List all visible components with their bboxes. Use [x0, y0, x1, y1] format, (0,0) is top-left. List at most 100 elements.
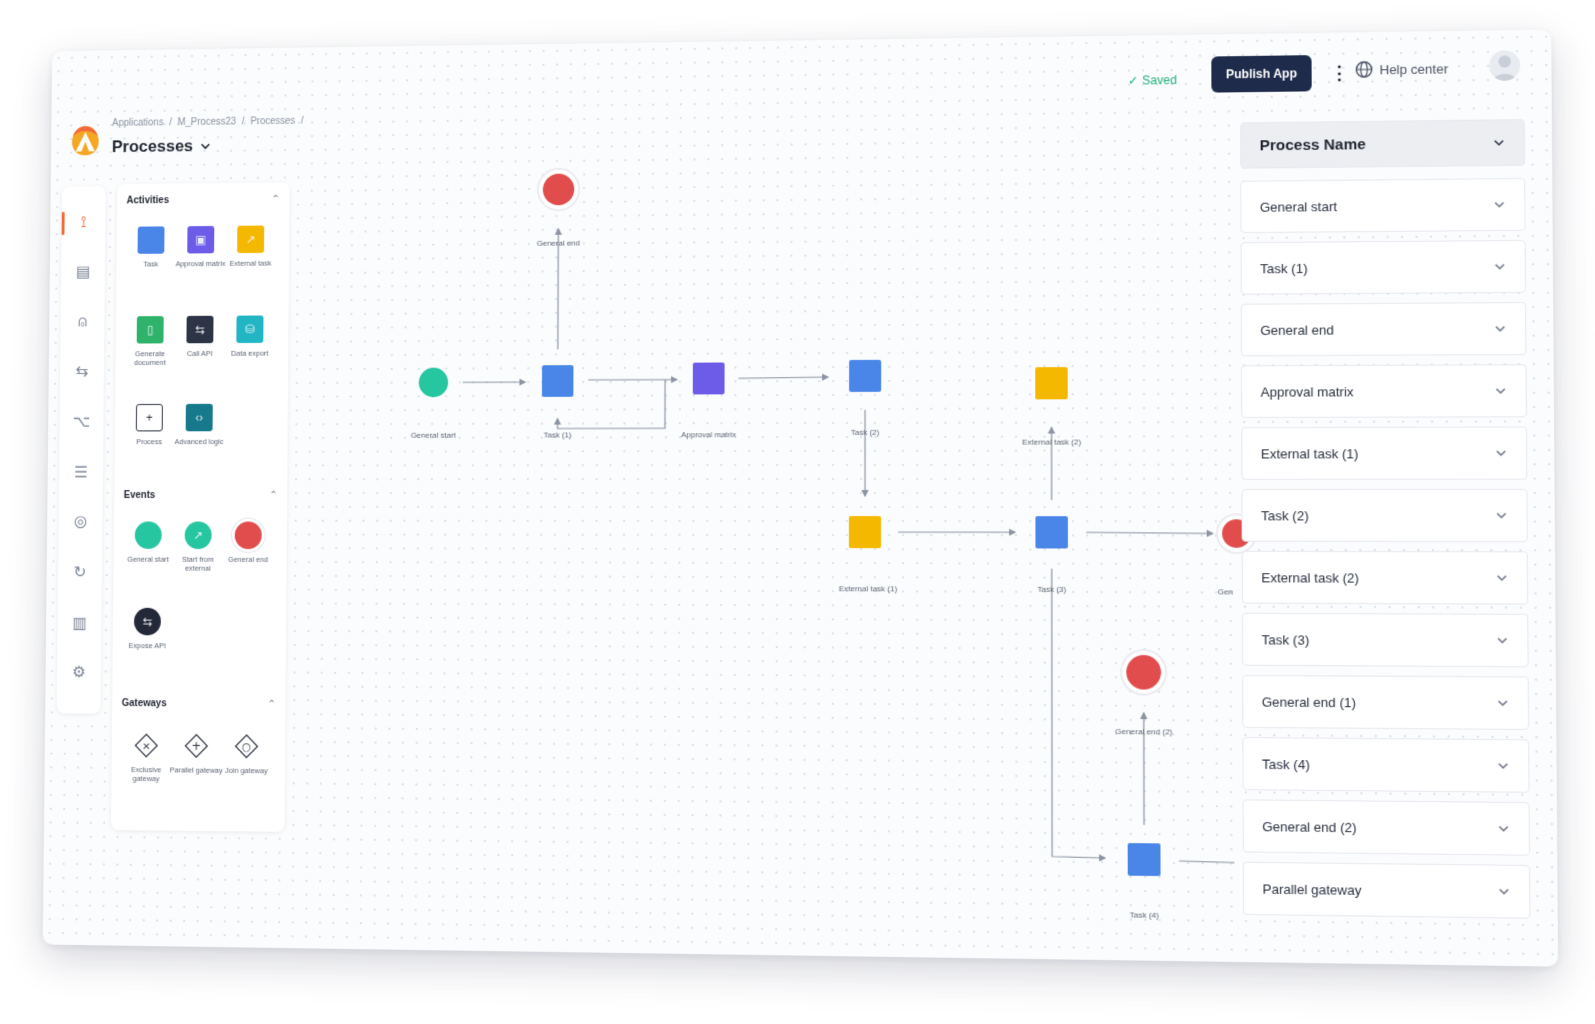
rail-chart-icon[interactable]: ▥ — [72, 615, 87, 633]
section-activities[interactable]: Activities ⌃ — [127, 194, 280, 206]
external-start-icon: ↗ — [184, 521, 212, 550]
chevron-down-icon — [201, 141, 211, 151]
palette-call-api[interactable]: ⇆ Call API — [173, 315, 227, 358]
help-center-link[interactable]: Help center — [1355, 59, 1448, 78]
palette-start-from-external[interactable]: ↗ Start from external — [171, 521, 225, 573]
section-events-title: Events — [123, 490, 156, 501]
help-center-label: Help center — [1379, 60, 1449, 77]
palette-join-gateway[interactable]: ○ Join gateway — [219, 732, 273, 775]
rail-search-icon[interactable]: ↻ — [73, 564, 87, 582]
chevron-down-icon — [1493, 137, 1506, 149]
palette-parallel-gateway[interactable]: + Parallel gateway — [169, 732, 223, 775]
node-task-3 — [1035, 516, 1068, 549]
panel-row-label: External task (1) — [1260, 445, 1359, 462]
panel-row-task-3[interactable]: Task (3) — [1241, 612, 1529, 668]
panel-row-general-end-2[interactable]: General end (2) — [1242, 799, 1530, 856]
chevron-up-icon: ⌃ — [267, 699, 276, 710]
label-task-2: Task (2) — [850, 427, 880, 437]
palette-approval-matrix[interactable]: ▣ Approval matrix — [174, 225, 228, 268]
chevron-down-icon — [1498, 885, 1511, 898]
app-logo[interactable] — [70, 124, 101, 157]
breadcrumb-processes[interactable]: Processes — [250, 115, 296, 128]
panel-row-label: Parallel gateway — [1262, 880, 1362, 898]
palette-expose-label: Expose API — [128, 641, 166, 651]
palette-external-start-label: Start from external — [182, 554, 214, 573]
code-icon: ‹› — [185, 403, 213, 432]
palette-end-label: General end — [228, 554, 269, 564]
rail-user-icon[interactable]: ⍝ — [77, 313, 88, 331]
chevron-down-icon — [1494, 385, 1507, 397]
panel-row-task-2[interactable]: Task (2) — [1241, 488, 1528, 543]
more-options-icon[interactable]: ⋮ — [1330, 62, 1349, 84]
publish-app-button[interactable]: Publish App — [1211, 55, 1312, 93]
rail-form-icon[interactable]: ▤ — [75, 263, 91, 281]
panel-row-general-start[interactable]: General start — [1240, 177, 1526, 234]
rail-tree-icon[interactable]: ⌥ — [72, 413, 91, 431]
section-gateways[interactable]: Gateways ⌃ — [122, 698, 276, 710]
document-icon: ▯ — [136, 316, 164, 344]
node-task-2 — [849, 359, 882, 392]
saved-status: ✓ Saved — [1128, 73, 1177, 88]
breadcrumb-applications[interactable]: Applications — [112, 117, 164, 129]
palette-export-label: Data export — [231, 348, 269, 358]
panel-row-task-4[interactable]: Task (4) — [1242, 737, 1530, 793]
panel-row-label: General end (1) — [1261, 693, 1356, 710]
join-gateway-icon: ○ — [233, 732, 260, 760]
app-window: General start Task (1) General end Appro… — [43, 30, 1558, 967]
breadcrumb-sep: / — [241, 116, 245, 128]
palette-data-export[interactable]: ⛁ Data export — [223, 315, 277, 358]
page-title-text: Processes — [111, 136, 194, 156]
panel-row-general-end-1[interactable]: General end (1) — [1242, 674, 1530, 730]
chevron-down-icon — [1496, 634, 1509, 646]
rail-swap-icon[interactable]: ⇆ — [75, 363, 89, 380]
approval-icon: ▣ — [187, 225, 215, 254]
node-general-end-top — [542, 173, 575, 206]
chevron-down-icon — [1495, 447, 1508, 459]
panel-row-task-1[interactable]: Task (1) — [1240, 239, 1527, 295]
rail-list-icon[interactable]: ☰ — [74, 464, 88, 482]
palette-external-task[interactable]: ↗ External task — [224, 225, 278, 268]
icon-rail: ⟟ ▤ ⍝ ⇆ ⌥ ☰ ◎ ↻ ▥ ⚙ — [56, 186, 106, 714]
label-general-end-2: General end (2) — [1115, 726, 1173, 737]
label-task-1: Task (1) — [543, 430, 572, 440]
palette-process[interactable]: + Process — [122, 403, 176, 447]
external-icon: ↗ — [237, 225, 265, 254]
label-partial: Gen — [1217, 587, 1234, 597]
panel-row-external-task-2[interactable]: External task (2) — [1241, 550, 1529, 605]
process-name-title: Process Name — [1259, 135, 1366, 154]
rail-cycle-icon[interactable]: ◎ — [73, 513, 88, 531]
panel-row-label: Approval matrix — [1260, 383, 1354, 400]
page-title[interactable]: Processes — [112, 136, 211, 157]
palette-process-label: Process — [136, 437, 163, 447]
panel-row-label: Task (2) — [1261, 507, 1309, 523]
palette-expose-api[interactable]: ⇆ Expose API — [120, 607, 174, 651]
panel-row-label: Task (3) — [1261, 631, 1310, 648]
palette-advanced-logic[interactable]: ‹› Advanced logic — [172, 403, 226, 446]
process-name-header[interactable]: Process Name — [1240, 119, 1526, 169]
rail-process-icon[interactable]: ⟟ — [62, 206, 106, 241]
panel-row-approval-matrix[interactable]: Approval matrix — [1241, 364, 1527, 418]
breadcrumb-sep: / — [300, 115, 304, 127]
chevron-down-icon — [1495, 509, 1508, 521]
palette-general-end[interactable]: General end — [221, 521, 275, 564]
process-canvas[interactable] — [43, 30, 1558, 967]
task-icon — [137, 226, 165, 254]
panel-row-general-end[interactable]: General end — [1240, 302, 1527, 357]
panel-row-parallel-gateway[interactable]: Parallel gateway — [1242, 861, 1531, 919]
palette-generate-document[interactable]: ▯ Generate document — [123, 316, 177, 367]
process-icon: + — [135, 403, 163, 432]
section-activities-title: Activities — [126, 195, 170, 207]
panel-row-external-task-1[interactable]: External task (1) — [1241, 426, 1528, 480]
palette-api-label: Call API — [186, 349, 213, 358]
section-events[interactable]: Events ⌃ — [124, 490, 278, 501]
palette-task[interactable]: Task — [124, 226, 178, 268]
palette-exclusive-gateway[interactable]: × Exclusive gateway — [119, 732, 173, 784]
panel-row-label: General start — [1259, 198, 1338, 215]
rail-settings-icon[interactable]: ⚙ — [72, 664, 86, 682]
edge-task3-task4 — [1052, 569, 1105, 858]
palette-general-start[interactable]: General start — [121, 521, 175, 564]
label-task-3: Task (3) — [1037, 584, 1067, 594]
svg-text:+: + — [191, 739, 201, 753]
breadcrumb-app[interactable]: M_Process23 — [177, 116, 237, 129]
chevron-down-icon — [1494, 260, 1507, 272]
